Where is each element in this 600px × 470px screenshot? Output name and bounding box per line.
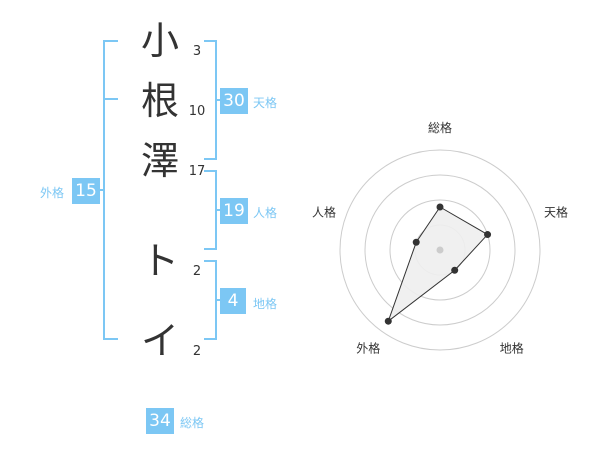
stroke-count-2: 10 <box>188 104 206 119</box>
radar-axis-label-5: 人格 <box>312 204 336 219</box>
stroke-count-1: 3 <box>192 44 202 59</box>
jinkaku-badge: 19 <box>220 198 248 224</box>
name-char-4: ト <box>140 239 179 283</box>
name-char-1: 小 <box>140 19 179 63</box>
chikaku-badge: 4 <box>220 288 246 314</box>
radar-polygon <box>387 206 489 323</box>
name-char-3: 澤 <box>140 139 179 183</box>
radar-point-3 <box>451 266 459 274</box>
gaikaku-badge: 15 <box>72 178 100 204</box>
radar-axis-label-1: 総格 <box>428 120 452 135</box>
radar-ring-2 <box>389 199 491 301</box>
radar-axis-label-3: 地格 <box>500 341 524 356</box>
soukaku-label: 総格 <box>180 416 205 430</box>
radar-point-5 <box>412 238 420 246</box>
radar-center-dot <box>436 246 444 254</box>
name-char-5: イ <box>140 319 179 363</box>
stroke-count-4: 2 <box>192 264 202 279</box>
radar-point-2 <box>484 231 492 239</box>
radar-ring-4 <box>339 149 541 351</box>
stroke-count-5: 2 <box>192 344 202 359</box>
radar-point-1 <box>436 203 444 211</box>
radar-ring-3 <box>364 174 516 326</box>
tenkaku-label: 天格 <box>253 96 278 110</box>
radar-axis-label-4: 外格 <box>356 341 380 356</box>
chikaku-label: 地格 <box>253 297 278 311</box>
jinkaku-label: 人格 <box>253 206 278 220</box>
name-char-2: 根 <box>140 79 179 123</box>
radar-point-4 <box>384 317 392 325</box>
radar-axis-label-2: 天格 <box>544 204 568 219</box>
tenkaku-badge: 30 <box>220 88 248 114</box>
gaikaku-label: 外格 <box>40 186 65 200</box>
stroke-count-3: 17 <box>188 164 206 179</box>
soukaku-badge: 34 <box>146 408 174 434</box>
